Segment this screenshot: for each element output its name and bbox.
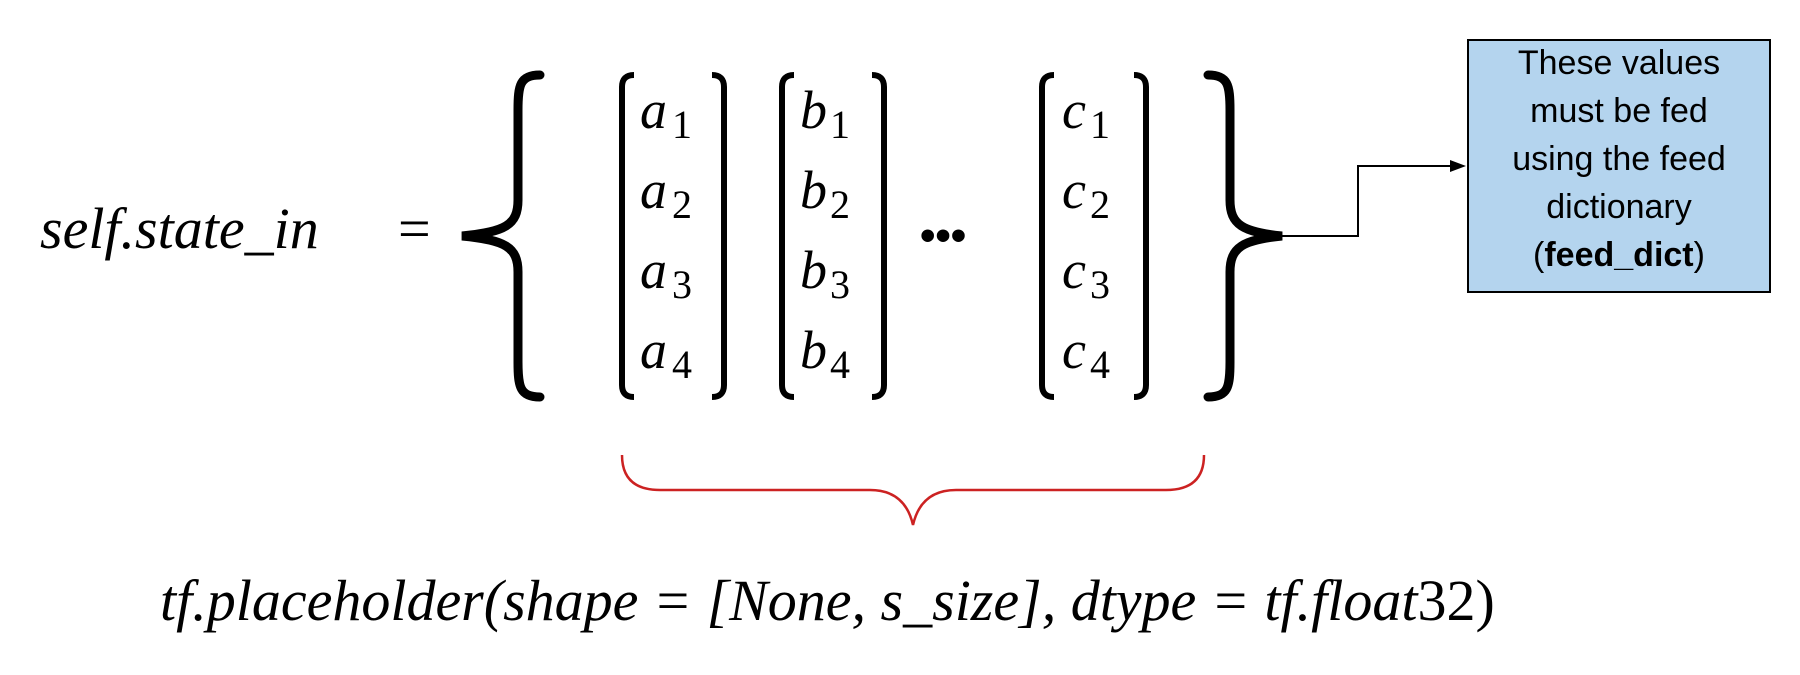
bottom-expr-close: ) [1476, 568, 1495, 633]
bottom-expr-mid: , s_size], dtype = tf.float [852, 568, 1420, 633]
vector-c-var-3: c [1062, 240, 1086, 300]
vector-b-right-bracket [871, 72, 887, 400]
note-paren-open: ( [1533, 236, 1545, 274]
vector-b-var-3: b [800, 240, 827, 300]
note-paren-close: ) [1694, 236, 1705, 274]
vector-c-right-bracket [1133, 72, 1149, 400]
vector-b-left-bracket [779, 72, 795, 400]
vector-a-var-3: a [640, 240, 667, 300]
bottom-expr-bits: 32 [1418, 568, 1476, 633]
bottom-expression: tf.placeholder(shape = [None, s_size], d… [160, 568, 1495, 633]
lhs-label: self.state_in [40, 196, 319, 261]
right-curly-brace [1203, 70, 1283, 402]
vector-c-var-4: c [1062, 320, 1086, 380]
vector-a-sub-4: 4 [672, 342, 692, 387]
vector-c-sub-3: 3 [1090, 262, 1110, 307]
bottom-expr-pre: tf.placeholder(shape = [ [160, 568, 732, 633]
vector-b-sub-4: 4 [830, 342, 850, 387]
vector-b-var-1: b [800, 80, 827, 140]
note-line-5: (feed_dict) [1533, 236, 1705, 274]
vector-b-sub-3: 3 [830, 262, 850, 307]
vector-a-right-bracket [711, 72, 727, 400]
vector-c-sub-4: 4 [1090, 342, 1110, 387]
connector-arrowhead [1450, 160, 1466, 172]
vector-c-var-2: c [1062, 160, 1086, 220]
vector-c-sub-2: 2 [1090, 182, 1110, 227]
vector-b-sub-1: 1 [830, 102, 850, 147]
equals-sign: = [398, 196, 431, 261]
vector-a-sub-2: 2 [672, 182, 692, 227]
note-line-3: using the feed [1512, 140, 1726, 178]
left-curly-brace [461, 70, 545, 402]
vector-a-var-4: a [640, 320, 667, 380]
vector-b-sub-2: 2 [830, 182, 850, 227]
ellipsis-dots: ••• [920, 211, 966, 260]
underbrace [620, 454, 1206, 526]
vector-a-left-bracket [619, 72, 635, 400]
vector-c-var-1: c [1062, 80, 1086, 140]
vector-b-var-4: b [800, 320, 827, 380]
note-line-1: These values [1518, 44, 1720, 82]
note-bold-term: feed_dict [1544, 236, 1693, 274]
note-line-2: must be fed [1530, 92, 1708, 130]
bottom-expr-none: None [728, 568, 851, 633]
vector-b-var-2: b [800, 160, 827, 220]
vector-c-left-bracket [1039, 72, 1055, 400]
note-line-4: dictionary [1546, 188, 1692, 226]
vector-a: a 1 a 2 a 3 a 4 [619, 72, 727, 400]
vector-c-sub-1: 1 [1090, 102, 1110, 147]
vector-a-sub-1: 1 [672, 102, 692, 147]
vector-a-var-1: a [640, 80, 667, 140]
note-box [1467, 39, 1771, 293]
vector-b: b 1 b 2 b 3 b 4 [779, 72, 887, 400]
vector-c: c 1 c 2 c 3 c 4 [1039, 72, 1149, 400]
vector-a-var-2: a [640, 160, 667, 220]
connector-line [1282, 165, 1450, 237]
vector-a-sub-3: 3 [672, 262, 692, 307]
